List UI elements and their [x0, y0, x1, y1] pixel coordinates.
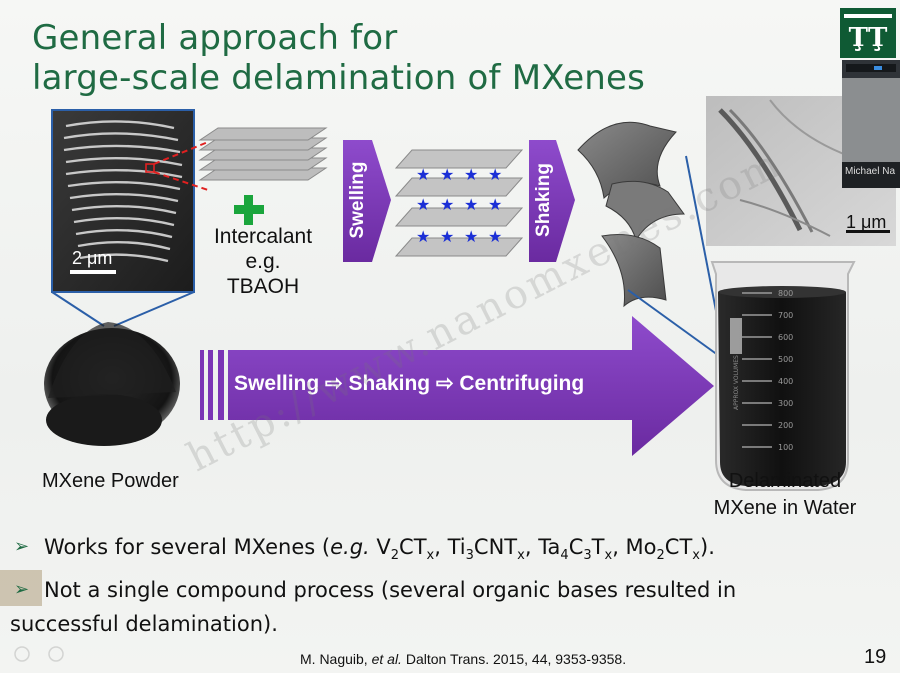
bullet-1-eg: e.g.: [330, 535, 370, 559]
svg-text:★: ★: [440, 165, 454, 184]
logo-glyph: ŢŢ: [849, 23, 888, 53]
beaker-graduations: [742, 292, 772, 448]
svg-text:★: ★: [488, 227, 502, 246]
bullet-2-line-2: successful delamination).: [10, 612, 278, 637]
svg-text:★: ★: [488, 165, 502, 184]
sem-connector-right: [113, 291, 195, 327]
beaker-mark-label: 400: [778, 377, 793, 386]
beaker-mark-label: 700: [778, 311, 793, 320]
sem-image: [51, 109, 195, 293]
bullet-list: ➢ Works for several MXenes (e.g. V2CTx, …: [8, 530, 888, 641]
mxene-formula: Ta4C3Tx: [538, 535, 613, 564]
svg-text:★: ★: [464, 227, 478, 246]
powder-pile: [44, 322, 180, 446]
delaminated-flakes: [577, 121, 685, 308]
arrow-bullet-icon: ➢: [14, 536, 30, 557]
bullet-item-2-continued: successful delamination).: [8, 607, 888, 641]
shaking-arrow: [529, 140, 575, 262]
beaker-volume-text: APPROX VOLUMES: [733, 355, 740, 410]
beaker-mark-label: 100: [778, 443, 793, 452]
bullet-1-suffix: ).: [700, 535, 715, 559]
product-line-2: MXene in Water: [713, 497, 857, 519]
main-arrow-label: Swelling ⇨ Shaking ⇨ Centrifuging: [234, 372, 585, 395]
title-line-1: General approach for: [32, 18, 398, 58]
product-line-1: Delaminated: [728, 470, 842, 492]
intercalant-label: Intercalant e.g. TBAOH: [196, 224, 330, 299]
citation: M. Naguib, et al. Dalton Trans. 2015, 44…: [300, 651, 626, 667]
svg-text:★: ★: [416, 195, 430, 214]
sem-scale-label: 2 μm: [72, 248, 113, 268]
beaker-mark-label: 300: [778, 399, 793, 408]
university-logo: ŢŢ: [840, 8, 896, 58]
beaker-mark-label: 500: [778, 355, 793, 364]
bullet-item-2: ➢ Not a single compound process (several…: [8, 573, 888, 607]
citation-author: M. Naguib,: [300, 651, 372, 667]
intercalated-layers: ★ ★ ★ ★ ★ ★ ★ ★ ★ ★ ★ ★: [394, 149, 524, 257]
product-label: Delaminated MXene in Water: [690, 468, 880, 522]
main-process-arrow: [200, 316, 714, 456]
bullet-2-line-1: Not a single compound process (several o…: [44, 578, 737, 603]
beaker-mark-label: 200: [778, 421, 793, 430]
bullet-1-prefix: Works for several MXenes (: [44, 535, 331, 559]
presenter-name: Michael Na: [845, 166, 896, 177]
slide-title: General approach for large-scale delamin…: [32, 18, 645, 98]
beaker-mark-label: 600: [778, 333, 793, 342]
page-number: 19: [864, 646, 887, 668]
powder-label: MXene Powder: [42, 470, 179, 492]
svg-text:★: ★: [416, 165, 430, 184]
citation-etal: et al.: [371, 651, 402, 667]
mxene-formula: Ti3CNTx: [447, 535, 525, 564]
webcam-inset: [842, 60, 900, 188]
stacked-layers: [198, 127, 328, 181]
swelling-arrow: [343, 140, 391, 262]
beaker: 800 700 600 500 400 300 200 100 APPROX VOLUMES: [710, 261, 856, 491]
svg-text:★: ★: [440, 195, 454, 214]
svg-text:★: ★: [464, 165, 478, 184]
corner-artifact: [0, 570, 64, 662]
tem-connector-2: [627, 289, 723, 359]
intercalant-line-1: Intercalant: [213, 225, 313, 248]
sem-connector-left: [51, 291, 105, 327]
intercalant-line-2: e.g.: [245, 250, 281, 273]
plus-icon: [234, 195, 264, 225]
bullet-item-1: ➢ Works for several MXenes (e.g. V2CTx, …: [8, 530, 888, 573]
svg-text:★: ★: [488, 195, 502, 214]
intercalant-line-3: TBAOH: [226, 275, 300, 298]
svg-text:★: ★: [464, 195, 478, 214]
shaking-step-label: Shaking: [533, 163, 554, 237]
mxene-formula: Mo2CTx: [625, 535, 700, 564]
svg-text:★: ★: [440, 227, 454, 246]
svg-text:★: ★: [416, 227, 430, 246]
title-line-2: large-scale delamination of MXenes: [32, 58, 646, 98]
beaker-mark-label: 800: [778, 289, 793, 298]
swelling-step-label: Swelling: [347, 161, 368, 239]
tem-scale-label: 1 μm: [846, 212, 887, 232]
mxene-formula: V2CTx: [376, 535, 435, 564]
sem-accordion-layers: [63, 120, 183, 263]
formula-list: V2CTx, Ti3CNTx, Ta4C3Tx, Mo2CTx: [376, 535, 700, 564]
citation-journal: Dalton Trans. 2015, 44, 9353-9358.: [401, 651, 627, 667]
arrow-bullet-icon: ➢: [14, 579, 30, 601]
